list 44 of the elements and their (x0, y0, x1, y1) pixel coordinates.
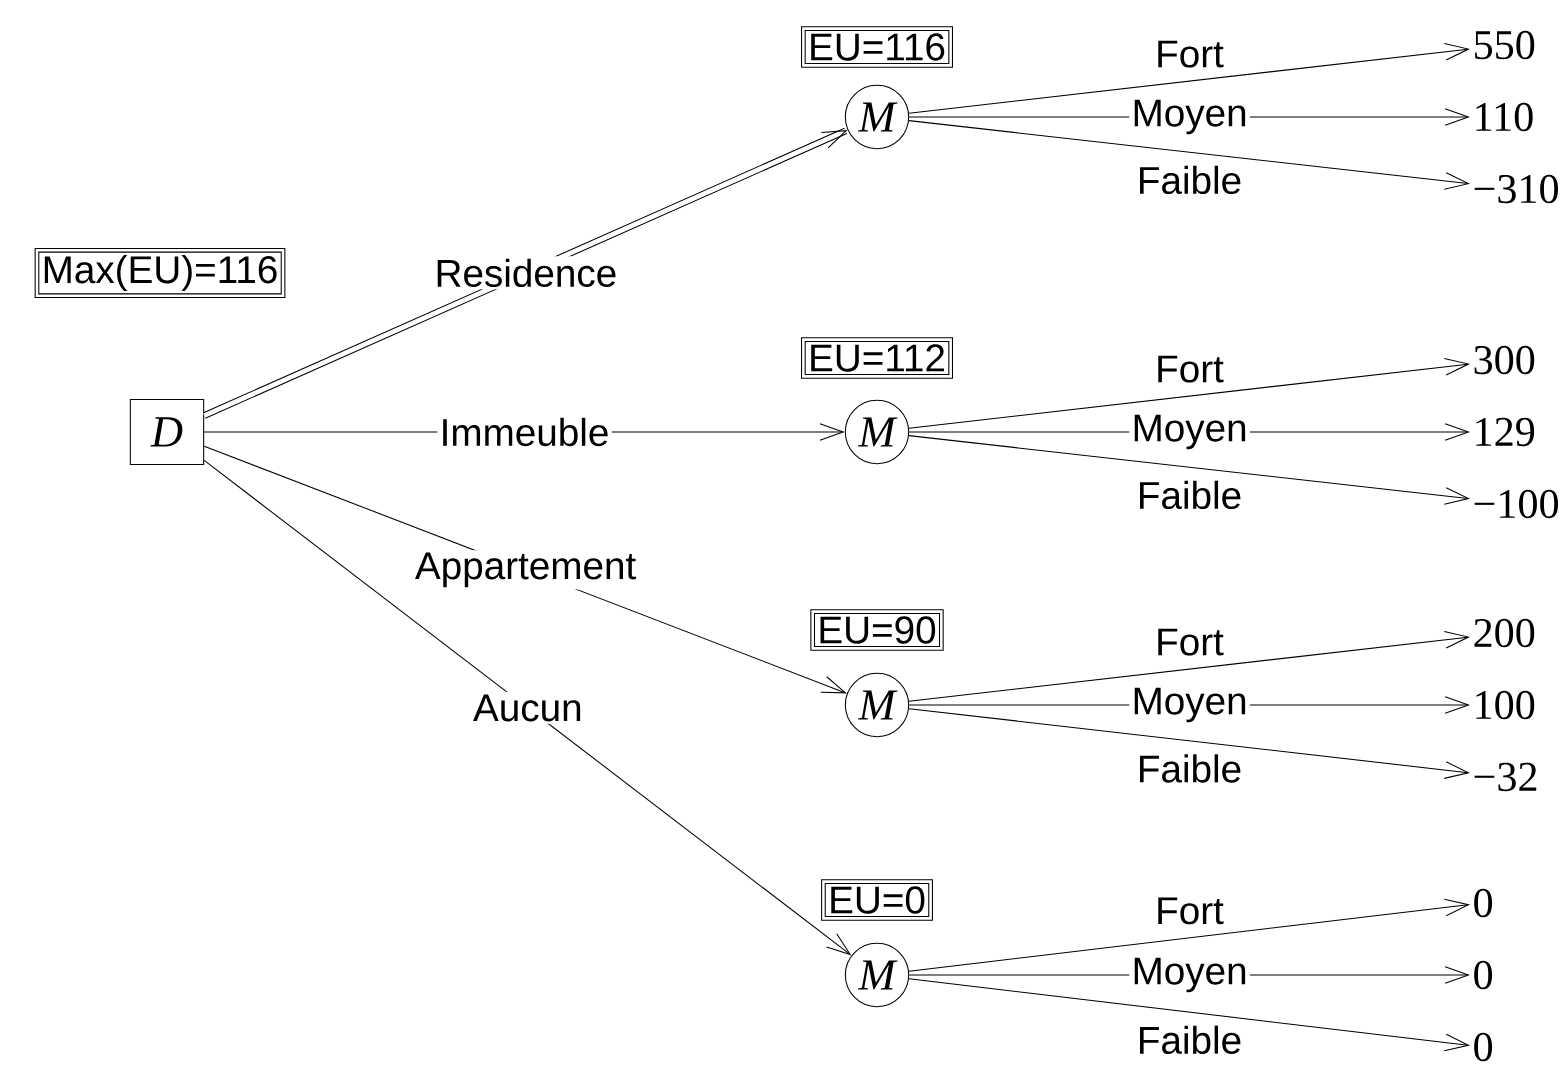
outcome-value: 550 (1475, 30, 1535, 60)
outcome-value: 129 (1476, 417, 1535, 447)
edge-label: Faible (1140, 1025, 1241, 1055)
edge-label: Moyen (1129, 685, 1250, 725)
outcome-value: 0 (1474, 888, 1493, 918)
edge-label: Moyen (1129, 412, 1250, 452)
edge-label: Fort (1158, 897, 1224, 925)
edge-label: Residence (432, 256, 620, 290)
value-box: EU=112 (801, 337, 953, 379)
value-box: EU=90 (810, 609, 944, 651)
outcome-value: 0 (1474, 960, 1493, 990)
edge-label: Fort (1158, 355, 1224, 383)
edge-label: Faible (1140, 165, 1241, 195)
arrow (908, 42, 1470, 114)
arrow (908, 120, 1470, 190)
arrow (908, 708, 1470, 779)
outcome-value: 200 (1474, 618, 1535, 648)
edge-label: Immeuble (437, 415, 612, 449)
value-box: EU=0 (821, 879, 933, 921)
arrow (908, 978, 1470, 1052)
outcome-value: 300 (1474, 345, 1535, 375)
arrow (203, 459, 852, 956)
arrow (908, 357, 1470, 429)
edge-label: Faible (1140, 754, 1241, 783)
outcome-value: −32 (1474, 762, 1537, 792)
edge-label: Fort (1158, 628, 1224, 656)
edge-label: Faible (1140, 480, 1241, 510)
arrow (908, 630, 1470, 702)
outcome-value: −100 (1474, 489, 1558, 519)
arrow (908, 898, 1470, 972)
edge-label: Moyen (1129, 97, 1250, 137)
edge-label: Moyen (1129, 955, 1250, 995)
edge-label: Aucun (470, 692, 585, 724)
outcome-value: 0 (1474, 1032, 1493, 1062)
edge-label: Fort (1158, 40, 1224, 68)
value-box: EU=116 (801, 26, 953, 68)
arrow (908, 435, 1470, 505)
value-box: Max(EU)=116 (34, 247, 286, 299)
outcome-value: −310 (1474, 174, 1558, 204)
edge-label: Appartement (412, 550, 639, 590)
arrow (202, 127, 848, 419)
decision-box: D (129, 398, 205, 466)
outcome-value: 100 (1476, 690, 1535, 720)
outcome-value: 110 (1476, 102, 1533, 132)
